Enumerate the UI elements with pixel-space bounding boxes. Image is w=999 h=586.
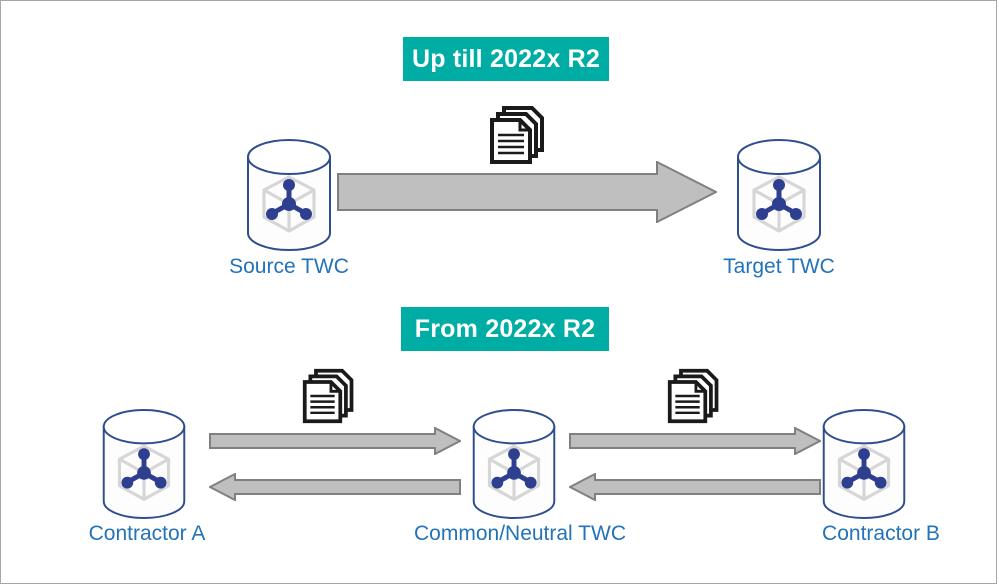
section-banner-from-2022x-r2: From 2022x R2 <box>401 307 609 351</box>
flow-arrow-common-to-contractor-a <box>209 473 461 501</box>
node-label-contractor-b: Contractor B <box>822 522 940 545</box>
documents-stack-icon-top <box>490 106 544 164</box>
database-cylinder-icon-contractor-b <box>822 409 906 519</box>
flow-arrow-contractor-a-to-common <box>209 427 461 455</box>
database-cylinder-icon-common-neutral-twc <box>472 409 556 519</box>
flow-arrow-common-to-contractor-b <box>569 427 821 455</box>
node-label-source-twc: Source TWC <box>229 255 349 278</box>
node-label-contractor-a: Contractor A <box>88 522 206 545</box>
database-cylinder-icon-source-twc <box>247 139 331 251</box>
documents-stack-icon-left <box>302 368 354 424</box>
node-label-target-twc: Target TWC <box>723 255 835 278</box>
section-banner-up-till-2022x-r2: Up till 2022x R2 <box>403 37 609 81</box>
database-cylinder-icon-target-twc <box>737 139 821 251</box>
node-label-common-neutral-twc: Common/Neutral TWC <box>414 522 626 545</box>
database-cylinder-icon-contractor-a <box>102 409 186 519</box>
flow-arrow-contractor-b-to-common <box>569 473 821 501</box>
documents-stack-icon-right <box>667 368 719 424</box>
flow-arrow-source-to-target <box>337 161 717 223</box>
